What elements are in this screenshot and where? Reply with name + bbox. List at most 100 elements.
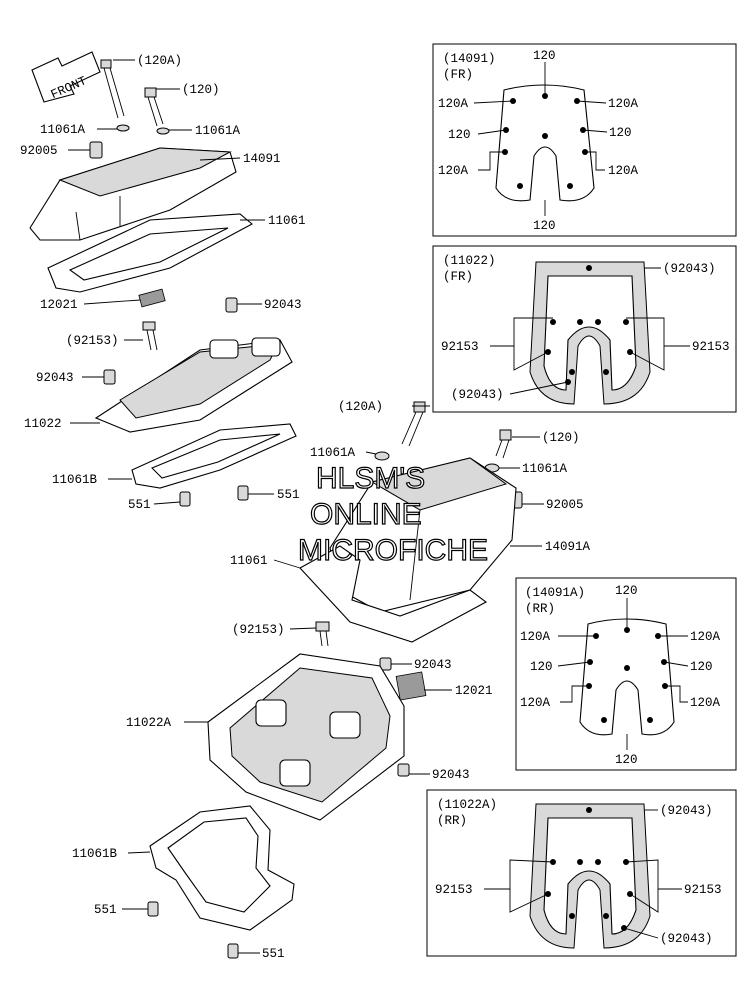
inset-11022a-rr-top-right: (92043) <box>660 804 713 818</box>
inset-14091a-rr-left-mid: 120 <box>530 660 553 674</box>
inset-11022a-rr-subtitle: (RR) <box>437 814 467 828</box>
cover-11022-drawing <box>94 337 293 433</box>
label-bolt-120a-top: (120A) <box>137 54 182 68</box>
label-collar-92043-bottom: 92043 <box>432 768 470 782</box>
gasket-11061-drawing <box>47 213 253 293</box>
inset-14091-fr: (14091) (FR) 120 120A 120A 120 120 120A … <box>432 43 737 237</box>
inset-11022-fr-title: (11022) <box>443 254 496 268</box>
label-plate-12021-bottom: 12021 <box>455 684 493 698</box>
inset-11022-fr-bottom-left: (92043) <box>451 388 504 402</box>
inset-11022a-rr-right: 92153 <box>684 883 722 897</box>
label-collar-92043-top: 92043 <box>264 298 302 312</box>
collar-92043-top-drawing <box>225 297 238 313</box>
label-gasket-11061-mid: 11061 <box>230 554 268 568</box>
inset-14091-fr-right-low: 120A <box>608 164 639 178</box>
main-labels: (120A) (120) 11061A 11061A 92005 14091 1… <box>20 54 591 961</box>
label-washer-11061a-left: 11061A <box>40 123 86 137</box>
label-bolt-120-mid: (120) <box>542 431 580 445</box>
pin-551-c-drawing <box>147 901 159 917</box>
inset-14091a-rr-right-low: 120A <box>690 696 721 710</box>
label-collar-92043-mid: 92043 <box>414 658 452 672</box>
inset-14091-fr-right-mid: 120 <box>609 126 632 140</box>
inset-14091a-rr-subtitle: (RR) <box>525 602 555 616</box>
label-cover-14091: 14091 <box>243 152 281 166</box>
inset-14091a-rr: (14091A) (RR) 120 120A 120A 120 120 120A… <box>515 577 737 771</box>
washer-11061a-mid-left-drawing <box>374 451 390 461</box>
label-cover-14091a: 14091A <box>545 540 591 554</box>
inset-14091a-rr-title: (14091A) <box>525 586 585 600</box>
gasket-11061-mid-drawing <box>299 545 488 643</box>
label-pin-551-c: 551 <box>94 903 117 917</box>
watermark-line-2: ONLINE <box>310 498 422 531</box>
bolt-120-mid-drawing <box>495 429 512 459</box>
label-bolt-92153-bottom: (92153) <box>232 623 285 637</box>
inset-14091a-rr-right-mid: 120 <box>690 660 713 674</box>
label-gasket-11061: 11061 <box>268 214 306 228</box>
label-washer-11061a-right: 11061A <box>195 124 241 138</box>
inset-11022a-rr-bottom-right: (92043) <box>660 932 713 946</box>
inset-14091a-rr-left-top: 120A <box>520 630 551 644</box>
inset-11022a-rr-title: (11022A) <box>437 798 497 812</box>
inset-11022-fr-top-right: (92043) <box>663 262 716 276</box>
inset-14091a-rr-bottom: 120 <box>615 753 638 767</box>
watermark-line-3: MICROFICHE <box>298 534 488 567</box>
label-washer-11061a-mid-left: 11061A <box>310 446 356 460</box>
bolt-92153-top-drawing <box>142 321 158 351</box>
collar-92005-left-drawing <box>89 141 103 159</box>
inset-14091a-rr-right-top: 120A <box>690 630 721 644</box>
plate-12021-top-drawing <box>138 288 166 308</box>
leader-lines-main <box>68 59 544 954</box>
inset-14091a-rr-left-low: 120A <box>520 696 551 710</box>
inset-14091-fr-left-low: 120A <box>438 164 469 178</box>
inset-14091-fr-subtitle: (FR) <box>443 68 473 82</box>
inset-14091-fr-bottom: 120 <box>533 219 556 233</box>
inset-14091-fr-left-top: 120A <box>438 97 469 111</box>
label-bolt-120-top: (120) <box>182 83 220 97</box>
label-pin-551-a: 551 <box>128 498 151 512</box>
bolt-120a-mid-drawing <box>401 401 426 447</box>
inset-14091-fr-top: 120 <box>533 49 556 63</box>
label-pin-551-b: 551 <box>277 488 300 502</box>
collar-92043-left-drawing <box>103 369 116 385</box>
label-bolt-92153-top: (92153) <box>66 334 119 348</box>
collar-92043-bottom-drawing <box>397 763 410 777</box>
inset-14091-fr-left-mid: 120 <box>448 128 471 142</box>
inset-14091-fr-right-top: 120A <box>608 97 639 111</box>
inset-11022-fr-right: 92153 <box>692 340 730 354</box>
label-bolt-120a-mid: (120A) <box>338 400 383 414</box>
watermark: HLSM'S ONLINE MICROFICHE <box>297 461 488 567</box>
inset-11022a-rr: (11022A) (RR) (92043) 92153 92153 (92043… <box>426 789 737 957</box>
label-washer-11061a-mid-right: 11061A <box>522 462 568 476</box>
gasket-11061b-bottom-drawing <box>149 805 295 931</box>
inset-11022a-rr-left: 92153 <box>435 883 473 897</box>
label-pin-551-d: 551 <box>262 947 285 961</box>
pin-551-a-drawing <box>179 491 191 507</box>
label-collar-92005-right: 92005 <box>546 498 584 512</box>
inset-11022-fr-subtitle: (FR) <box>443 270 473 284</box>
bolt-92153-bottom-drawing <box>315 621 330 647</box>
washer-11061a-right-drawing <box>156 127 170 135</box>
plate-12021-bottom-drawing <box>395 671 427 701</box>
inset-11022-fr-left: 92153 <box>441 340 479 354</box>
bolt-120-top-drawing <box>144 87 164 127</box>
inset-14091a-rr-top: 120 <box>615 584 638 598</box>
pin-551-b-drawing <box>237 485 249 501</box>
inset-14091-fr-title: (14091) <box>443 52 496 66</box>
bolt-120a-top-drawing <box>100 59 125 119</box>
pin-551-d-drawing <box>227 943 239 959</box>
label-cover-11022a: 11022A <box>126 716 172 730</box>
cover-11022a-drawing <box>207 653 405 821</box>
inset-11022-fr: (11022) (FR) (92043) 92153 92153 (92043) <box>432 245 737 413</box>
watermark-line-1: HLSM'S <box>316 462 425 495</box>
front-arrow: FRONT <box>31 51 101 103</box>
cover-14091a-drawing <box>329 457 517 613</box>
cover-14091-drawing <box>29 147 237 241</box>
label-gasket-11061b-bottom: 11061B <box>72 847 118 861</box>
washer-11061a-left-drawing <box>116 124 130 132</box>
label-collar-92043-left: 92043 <box>36 371 74 385</box>
label-plate-12021-top: 12021 <box>40 298 78 312</box>
gasket-11061b-top-drawing <box>131 423 297 489</box>
label-gasket-11061b-top: 11061B <box>52 473 98 487</box>
